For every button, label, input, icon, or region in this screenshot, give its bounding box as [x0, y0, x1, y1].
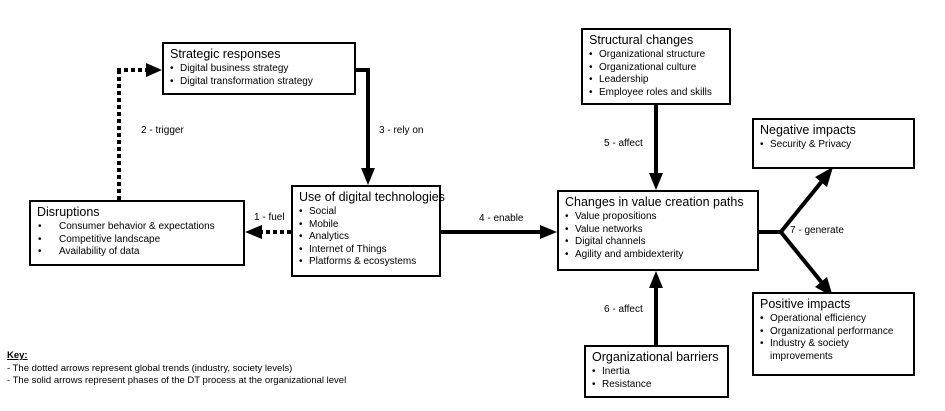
list-item: Agility and ambidexterity: [565, 249, 751, 262]
disruptions-list: Consumer behavior & expectations Competi…: [37, 221, 237, 259]
organizational-barriers-list: Inertia Resistance: [592, 366, 721, 391]
edge-label-enable: 4 - enable: [478, 213, 525, 225]
list-item: Industry & society improvements: [760, 338, 907, 363]
list-item: Availability of data: [37, 246, 237, 259]
list-item: Organizational performance: [760, 326, 907, 339]
organizational-barriers-title: Organizational barriers: [592, 350, 719, 364]
strategic-responses-list: Digital business strategy Digital transf…: [170, 63, 348, 88]
list-item: Resistance: [592, 379, 721, 392]
list-item: Leadership: [589, 74, 723, 87]
value-creation-paths-box: Changes in value creation paths Value pr…: [557, 190, 759, 271]
list-item: Organizational structure: [589, 49, 723, 62]
list-item: Organizational culture: [589, 62, 723, 75]
arrow-rely-on: [355, 68, 375, 185]
key-line-dotted: - The dotted arrows represent global tre…: [7, 362, 293, 374]
list-item: Digital business strategy: [170, 63, 348, 76]
list-item: Inertia: [592, 366, 721, 379]
structural-changes-list: Organizational structure Organizational …: [589, 49, 723, 99]
key-line-solid: - The solid arrows represent phases of t…: [7, 375, 347, 386]
list-item: Security & Privacy: [760, 139, 907, 152]
list-item: Value networks: [565, 224, 751, 237]
arrow-trigger: [117, 63, 162, 200]
list-item: Analytics: [299, 231, 433, 244]
structural-changes-title: Structural changes: [589, 33, 694, 47]
value-creation-paths-title: Changes in value creation paths: [565, 195, 744, 209]
disruptions-box: Disruptions Consumer behavior & expectat…: [29, 200, 245, 266]
list-item: Social: [299, 206, 433, 219]
negative-impacts-list: Security & Privacy: [760, 139, 907, 152]
positive-impacts-title: Positive impacts: [760, 297, 851, 311]
negative-impacts-title: Negative impacts: [760, 123, 856, 137]
list-item: Mobile: [299, 219, 433, 232]
key-title: Key:: [7, 350, 28, 361]
arrow-generate: [758, 167, 833, 297]
diagram-key: Key: - The dotted arrows represent globa…: [7, 350, 346, 388]
list-item: Operational efficiency: [760, 313, 907, 326]
edge-label-affect-barriers: 6 - affect: [603, 304, 644, 316]
arrow-affect-structural: [649, 105, 663, 190]
structural-changes-box: Structural changes Organizational struct…: [581, 28, 731, 105]
disruptions-title: Disruptions: [37, 205, 100, 219]
edge-label-generate: 7 - generate: [789, 225, 845, 237]
strategic-responses-title: Strategic responses: [170, 47, 281, 61]
digital-technologies-box: Use of digital technologies Social Mobil…: [291, 185, 445, 277]
positive-impacts-box: Positive impacts Operational efficiency …: [752, 292, 915, 376]
negative-impacts-box: Negative impacts Security & Privacy: [752, 118, 915, 169]
strategic-responses-box: Strategic responses Digital business str…: [162, 42, 356, 95]
list-item: Employee roles and skills: [589, 87, 723, 100]
positive-impacts-list: Operational efficiency Organizational pe…: [760, 313, 907, 363]
edge-label-affect-structural: 5 - affect: [603, 138, 644, 150]
list-item: Digital channels: [565, 236, 751, 249]
edge-label-rely-on: 3 - rely on: [378, 125, 425, 137]
arrow-fuel: [245, 225, 291, 239]
value-creation-paths-list: Value propositions Value networks Digita…: [565, 211, 751, 261]
list-item: Competitive landscape: [37, 234, 237, 247]
list-item: Consumer behavior & expectations: [37, 221, 237, 234]
digital-technologies-list: Social Mobile Analytics Internet of Thin…: [299, 206, 433, 269]
edge-label-trigger: 2 - trigger: [140, 125, 185, 137]
edge-label-fuel: 1 - fuel: [253, 212, 286, 224]
list-item: Value propositions: [565, 211, 751, 224]
list-item: Digital transformation strategy: [170, 76, 348, 89]
digital-technologies-title: Use of digital technologies: [299, 190, 445, 204]
arrow-affect-barriers: [649, 271, 663, 345]
organizational-barriers-box: Organizational barriers Inertia Resistan…: [584, 345, 729, 398]
list-item: Platforms & ecosystems: [299, 256, 433, 269]
arrow-enable: [440, 225, 557, 239]
list-item: Internet of Things: [299, 244, 433, 257]
